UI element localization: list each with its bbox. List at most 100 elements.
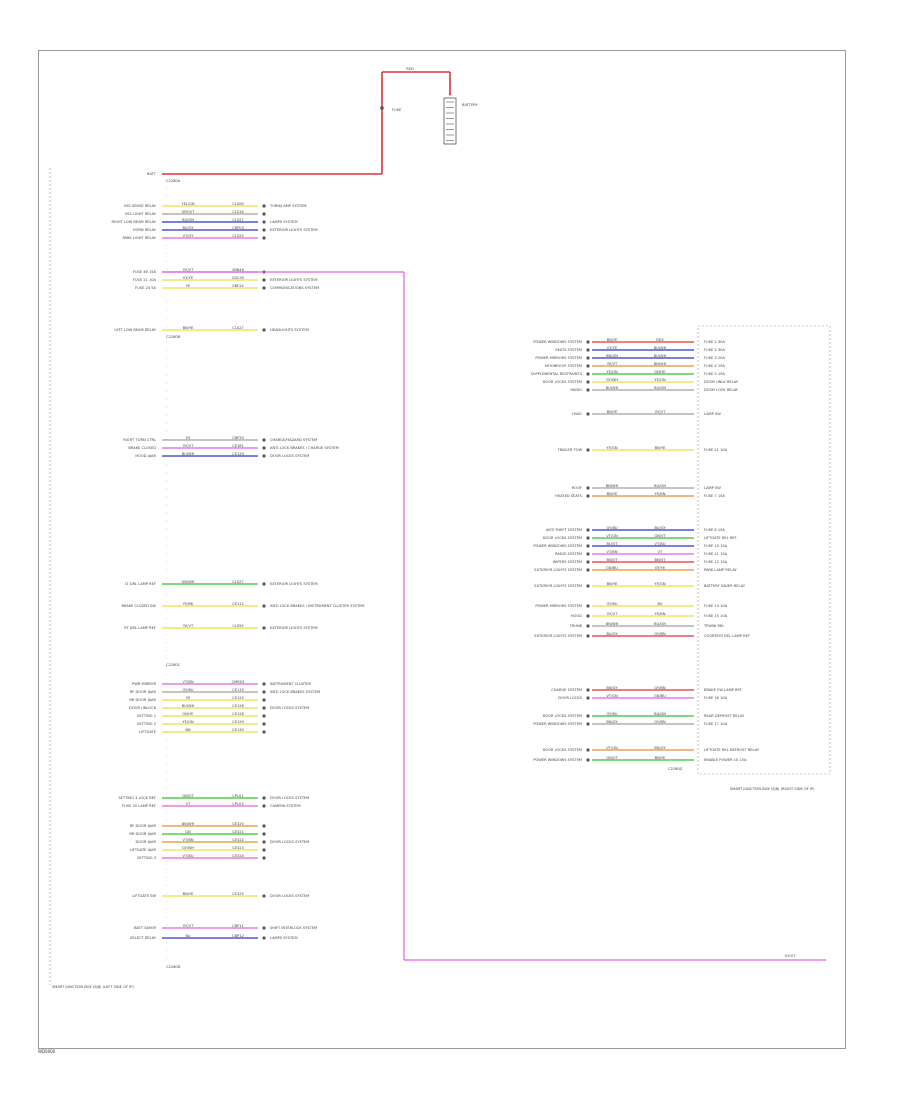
left-pin-number: · [166,471,167,475]
left-pin-circuit: CLS06 [232,202,244,206]
left-pin-number: · [166,924,167,928]
left-pin-number: · [166,884,167,888]
left-pin-number: · [166,333,167,337]
left-pin-circuit: CPL01 [232,794,243,798]
right-pin-wire-color: BN/WH [606,484,619,488]
right-pin-source: EXTERIOR LIGHTS SYSTEM [534,634,582,638]
left-pin-wire-color: VT/BN [182,838,193,842]
left-pin-number: · [166,406,167,410]
left-connector-code: C2280A [166,179,181,183]
right-pin-label: BATTERY SAVER RELAY [704,584,746,588]
right-pin-circuit: BN/VT [654,558,666,562]
left-pin-connector [262,926,266,930]
right-pin-circuit: GY/BN [654,686,665,690]
right-pin-source: ROOF [572,486,582,490]
left-pin-label: BRAKE CLOSED SW [121,604,156,608]
left-pin-circuit: CE161 [232,444,244,448]
right-pin-source: TRAILER TOW [556,448,582,452]
left-pin-circuit: CLS27 [232,580,243,584]
left-pin-label: RIGHT LOW BEAM RELAY [112,220,157,224]
left-pin-number: · [166,722,167,726]
left-pin-label: LIFTGATE SW [132,894,156,898]
left-pin-number: · [166,292,167,296]
left-pin-number: · [166,381,167,385]
left-pin-wire-color: BN/WH [182,822,195,826]
right-pin-circuit: VT [658,550,663,554]
left-pin-wire-color: YEL/GN [181,202,194,206]
left-pin-number: · [166,608,167,612]
left-pin-number: · [166,284,167,288]
left-pin-destination: SHIFT INTERLOCK SYSTEM [270,926,317,930]
left-pin-number: · [166,803,167,807]
right-pin-connector [586,486,590,490]
right-pin-label: FUSE 12 15A [704,560,728,564]
right-pin-wire-color: GY/YE [607,346,618,350]
left-pin-number: · [166,859,167,863]
left-pin-circuit: CLS55 [232,624,243,628]
left-pin-label: FUSE 24 5A [135,286,156,290]
left-pin-number: · [166,365,167,369]
left-pin-number: · [166,714,167,718]
left-pin-wire-color: GY/VT [183,268,194,272]
left-pin-destination: CAMERA SYSTEM [270,804,301,808]
right-pin-connector [586,364,590,368]
right-pin-circuit: BN/GY [654,746,666,750]
left-pin-number: · [166,219,167,223]
left-pin-number: · [166,705,167,709]
right-pin-circuit: BN/WH [654,362,667,366]
left-pin-number: · [166,641,167,645]
right-pin-connector [586,748,590,752]
left-pin-number: · [166,495,167,499]
left-pin-circuit: SBF24 [232,284,244,288]
right-pin-label: LIFTGATE REL DEFROST RELAY [704,748,760,752]
right-pin-wire-color: GY/BU [606,712,617,716]
left-pin-circuit: CE129 [232,452,244,456]
right-pin-label: FUSE 1 30A [704,340,725,344]
right-pin-label: FUSE 3 20A [704,356,725,360]
right-pin-connector [586,348,590,352]
right-pin-source: RADIO SYSTEM [555,552,582,556]
left-pin-circuit: SBB46 [232,268,244,272]
left-pin-connector [262,626,266,630]
left-pin-circuit: CE126 [232,704,244,708]
left-pin-number: · [166,317,167,321]
left-pin-number: · [166,252,167,256]
right-pin-wire-color: BN/WH [606,622,619,626]
left-pin-wire-color: BU/GN [182,218,194,222]
right-pin-connector [586,528,590,532]
left-pin-number: · [166,616,167,620]
left-pin-number: · [166,543,167,547]
left-pin-destination: LAMPS SYSTEM [270,936,298,940]
right-pin-source: CHARGE SYSTEM [551,688,582,692]
left-pin-connector [262,582,266,586]
right-pin-connector [586,552,590,556]
left-pin-number: · [166,811,167,815]
diagram-frame [38,50,846,1049]
left-pin-label: SETTING 2 [137,722,156,726]
right-pin-connector [586,494,590,498]
right-pin-wire-color: VT/GN [606,534,618,538]
right-pin-label: LAMP SW [704,486,721,490]
left-pin-number: · [166,584,167,588]
left-pin-number: · [166,260,167,264]
left-pin-circuit: CBP11 [232,924,244,928]
right-pin-connector [586,696,590,700]
left-pin-number: · [166,300,167,304]
left-pin-number: · [166,187,167,191]
left-pin-circuit: CE129 [232,720,244,724]
left-pin-number: · [166,592,167,596]
left-pin-number: · [166,600,167,604]
left-pin-circuit: CLS27 [232,326,243,330]
left-pin-number: · [166,576,167,580]
right-connector-code: C2280G [668,767,683,771]
left-pin-destination: EXTERIOR LIGHTS SYSTEM [270,582,318,586]
left-pin-circuit: CMR03 [232,680,245,684]
left-pin-number: · [166,851,167,855]
left-pin-circuit: CBP12 [232,934,244,938]
left-pin-circuit: CPL03 [232,802,243,806]
left-pin-connector [262,212,266,216]
right-pin-circuit: BU/GN [654,386,666,390]
left-pin-wire-color: GN/WH [182,580,195,584]
right-pin-source: MOONROOF SYSTEM [545,364,582,368]
left-pin-number: · [166,373,167,377]
